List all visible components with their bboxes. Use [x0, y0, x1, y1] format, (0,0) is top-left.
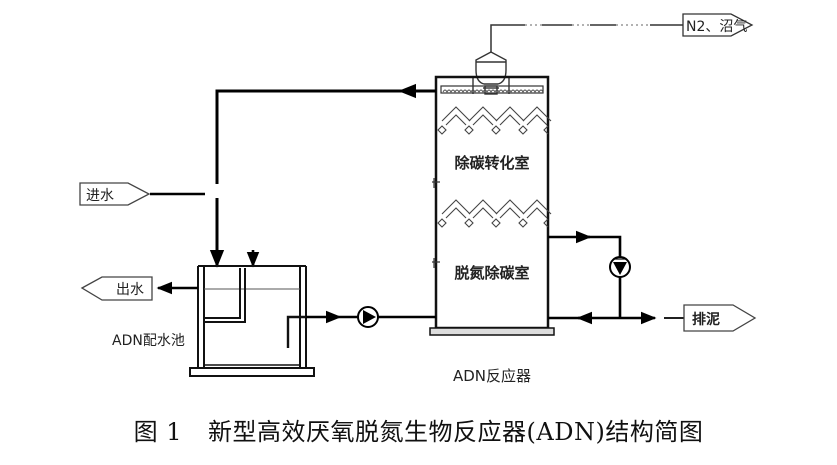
upper-chamber-label: 除碳转化室: [454, 154, 529, 172]
baffle-chevron: [522, 106, 552, 126]
baffle-deflector: [464, 125, 474, 135]
inlet-line: [150, 192, 260, 268]
figure-number: 图 1: [133, 418, 183, 446]
sludge-terminal: 排泥: [683, 304, 757, 332]
baffle-deflector: [543, 218, 549, 228]
baffle-deflector: [491, 218, 501, 228]
tank-label: ADN配水池: [112, 333, 185, 349]
lower-chamber-label: 脱氮除碳室: [454, 264, 529, 282]
reactor-label: ADN反应器: [453, 367, 531, 385]
baffle-chevron: [495, 106, 525, 126]
feed-pump-icon: [357, 306, 379, 328]
baffle-chevron: [441, 199, 471, 219]
baffle-deflector: [491, 125, 501, 135]
baffle-deflector: [518, 218, 528, 228]
outlet-label: 出水: [116, 282, 144, 298]
baffle-chevron: [522, 199, 552, 219]
gas-separator-icon: [472, 51, 510, 95]
adn-distribution-tank: [189, 265, 315, 377]
adn-reactor: [429, 75, 555, 336]
figure-title: 新型高效厌氧脱氮生物反应器(ADN)结构简图: [208, 418, 704, 446]
baffle-deflector: [518, 125, 528, 135]
baffle-deflector: [437, 218, 447, 228]
internal-recycle-line: [548, 230, 622, 318]
baffle-row-lower: [437, 199, 552, 228]
baffle-chevron: [441, 106, 471, 126]
baffle-chevron: [468, 106, 498, 126]
baffle-chevron: [468, 199, 498, 219]
baffle-deflector: [437, 125, 447, 135]
recycle-line: [209, 83, 436, 268]
baffle-deflector: [464, 218, 474, 228]
figure-caption: 图 1 新型高效厌氧脱氮生物反应器(ADN)结构简图: [0, 412, 837, 447]
sludge-label: 排泥: [692, 311, 720, 328]
baffle-row-upper: [437, 106, 552, 135]
baffle-deflector: [543, 125, 549, 135]
gas-line: [490, 24, 683, 52]
gas-terminal: N2、沼气: [682, 13, 754, 37]
baffle-chevron: [495, 199, 525, 219]
recycle-pump-icon: [609, 256, 631, 278]
inlet-label: 进水: [86, 188, 114, 204]
process-flow-diagram: N2、沼气 除碳转化室 脱氮除碳室 ADN反应器 进水: [79, 13, 757, 385]
gas-terminal-label: N2、沼气: [686, 19, 747, 35]
inlet-terminal: 进水: [79, 182, 151, 206]
outlet-terminal: 出水: [80, 276, 153, 301]
